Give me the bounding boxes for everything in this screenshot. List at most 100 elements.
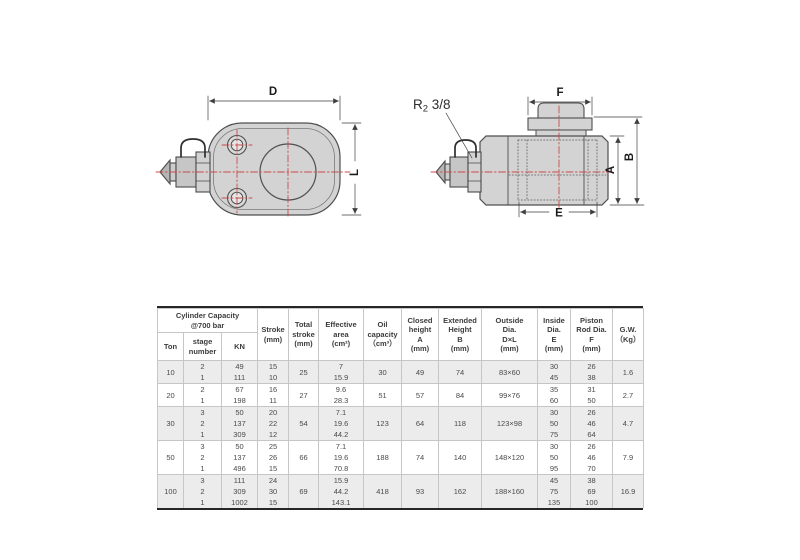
cell-ton: 10: [157, 360, 184, 384]
cell-effective-area: 7.1: [318, 440, 364, 452]
cell-inside-dia: 30: [537, 440, 571, 452]
header-closed-height: Closed height A (mm): [401, 308, 439, 361]
cylinder-body-inner-ring: [213, 128, 335, 210]
centerlines-side: [430, 105, 613, 210]
cell-stage: 1: [183, 395, 222, 407]
coupler-front: [159, 138, 211, 193]
dimension-b: [593, 116, 643, 204]
cell-stage: 2: [183, 360, 222, 372]
cell-stroke: 22: [257, 418, 289, 429]
cell-closed-height: 93: [401, 474, 439, 508]
cell-kn: 137: [221, 418, 258, 429]
cell-total-stroke: 69: [288, 474, 319, 508]
cell-piston-rod-dia: 46: [570, 418, 613, 429]
cell-kn: 67: [221, 383, 258, 395]
cell-inside-dia: 45: [537, 372, 571, 384]
cell-kn: 111: [221, 372, 258, 384]
cell-stage: 2: [183, 452, 222, 463]
cell-piston-rod-dia: 38: [570, 474, 613, 486]
cell-extended-height: 118: [438, 406, 482, 441]
cell-effective-area: 44.2: [318, 429, 364, 441]
label-e: E: [555, 208, 563, 220]
cell-inside-dia: 75: [537, 486, 571, 497]
cell-inside-dia: 135: [537, 497, 571, 508]
header-oil-capacity: Oil capacity （cm³）: [363, 308, 402, 361]
cell-ton: 30: [157, 406, 184, 441]
dimension-l: [341, 122, 362, 216]
cell-outside-dia: 188×160: [481, 474, 538, 508]
cell-effective-area: 7.1: [318, 406, 364, 418]
cell-ton: 20: [157, 383, 184, 407]
cell-inside-dia: 30: [537, 360, 571, 372]
cylinder-body-side: [479, 135, 609, 206]
header-effective-area: Effective area (cm²): [318, 308, 364, 361]
header-stroke: Stroke (mm): [257, 308, 289, 361]
cell-inside-dia: 50: [537, 418, 571, 429]
piston-flange: [527, 117, 593, 131]
cell-stroke: 20: [257, 406, 289, 418]
header-kn: KN: [221, 332, 258, 361]
coupler-side: [435, 139, 482, 193]
cell-piston-rod-dia: 64: [570, 429, 613, 441]
label-l: L: [349, 169, 361, 176]
cell-inside-dia: 50: [537, 452, 571, 463]
cell-effective-area: 19.6: [318, 418, 364, 429]
cell-effective-area: 28.3: [318, 395, 364, 407]
cell-total-stroke: 54: [288, 406, 319, 441]
cell-extended-height: 84: [438, 383, 482, 407]
cell-stroke: 26: [257, 452, 289, 463]
cell-gw: 7.9: [612, 440, 644, 475]
dimension-e: [518, 201, 598, 218]
cell-kn: 1002: [221, 497, 258, 508]
cell-gw: 1.6: [612, 360, 644, 384]
cell-kn: 496: [221, 463, 258, 475]
cell-inside-dia: 45: [537, 474, 571, 486]
cell-piston-rod-dia: 38: [570, 372, 613, 384]
cell-stroke: 12: [257, 429, 289, 441]
cell-stage: 2: [183, 486, 222, 497]
cell-gw: 4.7: [612, 406, 644, 441]
cell-kn: 309: [221, 429, 258, 441]
cell-oil-capacity: 30: [363, 360, 402, 384]
cell-kn: 50: [221, 440, 258, 452]
cell-piston-rod-dia: 50: [570, 395, 613, 407]
port-callout-label: R2 3/8: [413, 97, 451, 115]
cell-closed-height: 49: [401, 360, 439, 384]
cell-piston-rod-dia: 26: [570, 440, 613, 452]
header-cylinder-capacity: Cylinder Capacity @700 bar: [157, 308, 258, 333]
hidden-thread-lines: [508, 139, 607, 201]
cell-stage: 1: [183, 372, 222, 384]
cell-stroke: 24: [257, 474, 289, 486]
cell-ton: 100: [157, 474, 184, 508]
cell-outside-dia: 99×76: [481, 383, 538, 407]
cell-inside-dia: 30: [537, 406, 571, 418]
dimension-a: [609, 135, 645, 206]
cell-stage: 3: [183, 440, 222, 452]
piston-neck: [535, 129, 587, 137]
cell-stroke: 15: [257, 463, 289, 475]
cell-total-stroke: 66: [288, 440, 319, 475]
header-total-stroke: Total stroke (mm): [288, 308, 319, 361]
cell-total-stroke: 25: [288, 360, 319, 384]
cell-outside-dia: 83×60: [481, 360, 538, 384]
cell-inside-dia: 35: [537, 383, 571, 395]
cell-piston-rod-dia: 26: [570, 406, 613, 418]
cell-outside-dia: 123×98: [481, 406, 538, 441]
cell-oil-capacity: 418: [363, 474, 402, 508]
cell-stroke: 16: [257, 383, 289, 395]
cell-stage: 2: [183, 383, 222, 395]
cell-closed-height: 57: [401, 383, 439, 407]
